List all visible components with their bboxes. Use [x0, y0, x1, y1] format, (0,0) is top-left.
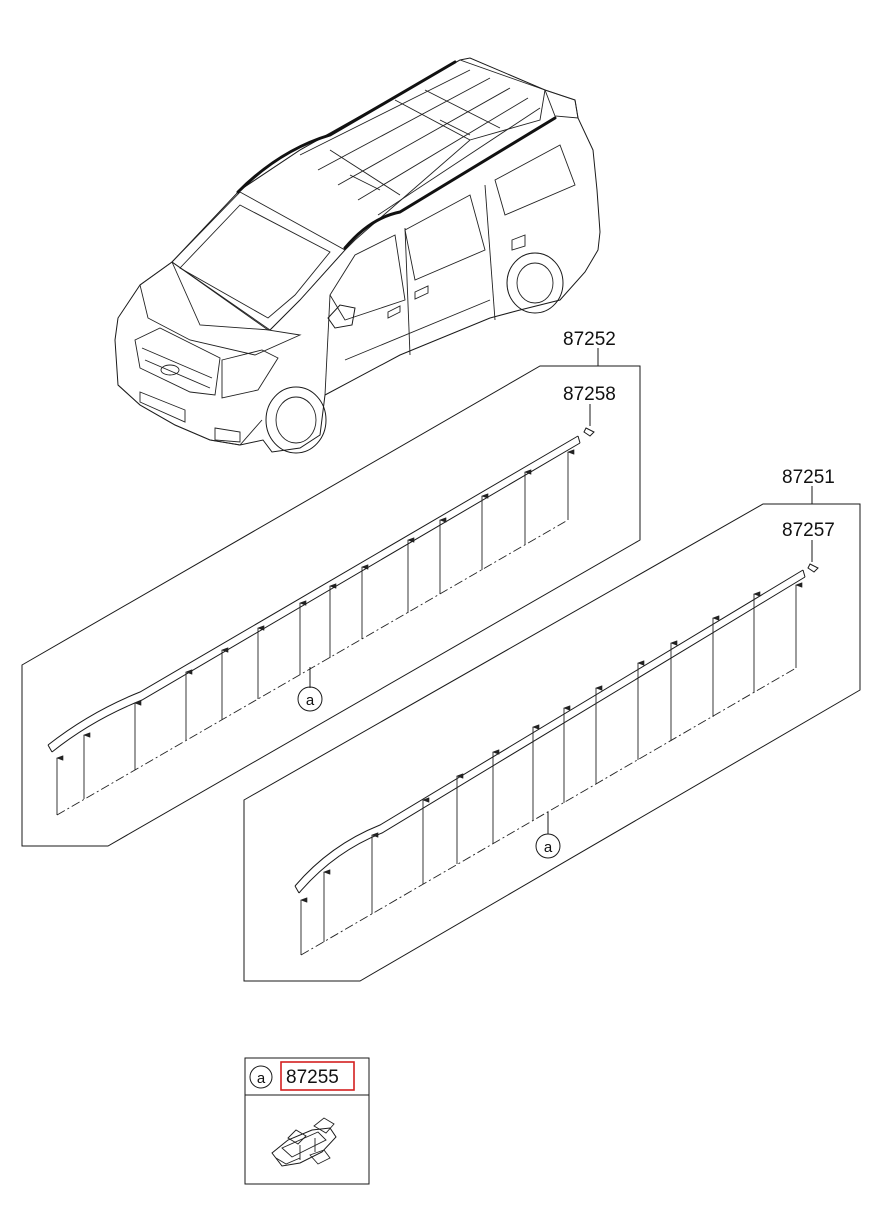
reference-a-lower-label: a — [544, 839, 553, 856]
highlight-frame — [280, 1061, 355, 1091]
reference-a-upper — [297, 686, 323, 712]
part-label-87258[interactable]: 87258 — [563, 384, 616, 405]
part-label-87251[interactable]: 87251 — [782, 467, 835, 488]
clip-detail-box: a 87255 — [244, 1057, 370, 1185]
reference-a-upper-label: a — [306, 692, 315, 709]
part-label-87252[interactable]: 87252 — [563, 329, 616, 350]
reference-a-lower — [535, 833, 561, 859]
moulding-assembly-upper: a — [21, 348, 641, 847]
part-label-87255[interactable]: 87255 — [286, 1067, 339, 1088]
detail-reference-a-label: a — [257, 1070, 266, 1087]
moulding-assembly-lower: a — [243, 486, 861, 982]
assembly-box-lower — [243, 503, 861, 982]
clip-part-icon — [271, 1117, 337, 1167]
detail-reference-a — [249, 1065, 273, 1089]
van-illustration — [114, 57, 601, 454]
assembly-box-upper — [21, 365, 641, 847]
part-label-87257[interactable]: 87257 — [782, 520, 835, 541]
